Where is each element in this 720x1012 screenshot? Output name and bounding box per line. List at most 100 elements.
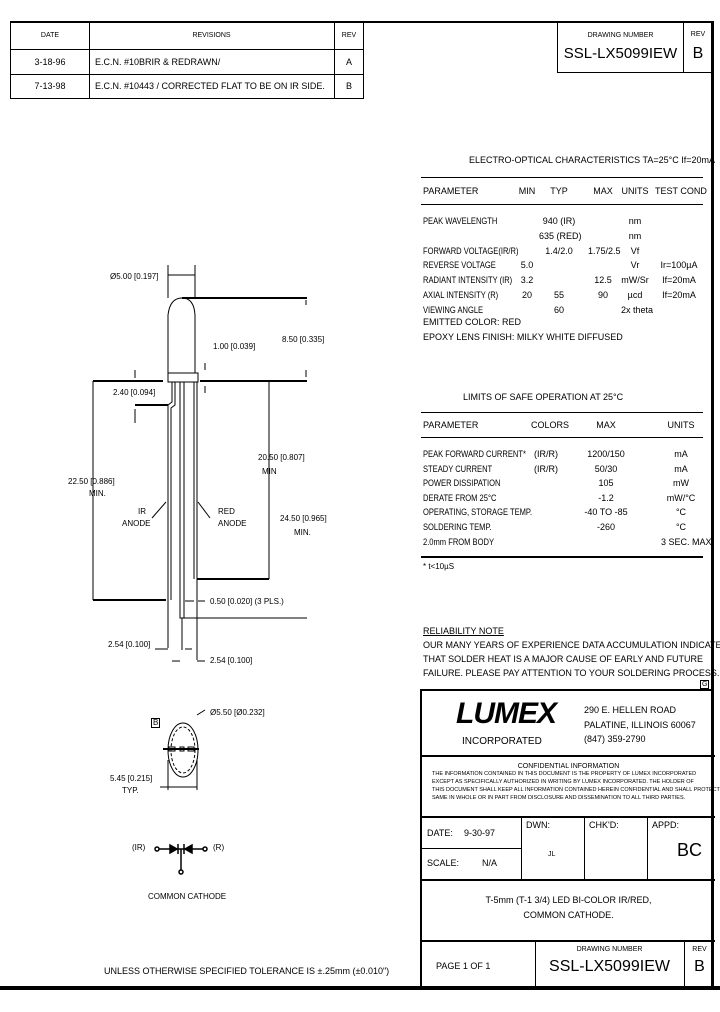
dimension-lines bbox=[93, 297, 307, 601]
revisions-table: DATE REVISIONS REV 3-18-96 E.C.N. #10BRI… bbox=[10, 22, 364, 99]
rev-row-rev: A bbox=[345, 57, 352, 67]
address-phone: (847) 359-2790 bbox=[584, 734, 646, 744]
rev-value: B bbox=[694, 958, 705, 975]
dimension-label: MIN. bbox=[89, 489, 106, 498]
limits-cell: °C bbox=[675, 507, 687, 518]
tolerance-note: UNLESS OTHERWISE SPECIFIED TOLERANCE IS … bbox=[104, 966, 390, 976]
electro-header: MIN bbox=[518, 186, 536, 196]
electro-header: MAX bbox=[593, 186, 613, 196]
dimension-label: 20.50 [0.807] bbox=[258, 453, 305, 462]
dimension-label: Ø5.00 [0.197] bbox=[110, 272, 159, 281]
limits-cell: mW/°C bbox=[666, 492, 696, 503]
confidential-line: EXCEPT AS SPECIFICALLY AUTHORIZED IN WRI… bbox=[432, 779, 694, 785]
limits-cell: STEADY CURRENT bbox=[423, 463, 493, 474]
limits-cell: -40 TO -85 bbox=[584, 507, 628, 518]
confidential-title: CONFIDENTIAL INFORMATION bbox=[517, 763, 620, 770]
lead-cathode bbox=[179, 381, 185, 619]
top-border bbox=[10, 21, 713, 23]
rev-row-text: E.C.N. #10443 / CORRECTED FLAT TO BE ON … bbox=[95, 81, 325, 91]
limits-cell: 2.0mm FROM BODY bbox=[423, 536, 494, 547]
title-block: LUMEX INCORPORATED 290 E. HELLEN ROAD PA… bbox=[420, 689, 720, 989]
drawing-number-label: DRAWING NUMBER bbox=[587, 32, 654, 39]
footnote: * t<10µS bbox=[423, 562, 455, 571]
lead-red bbox=[193, 382, 198, 579]
scale-label: SCALE: bbox=[427, 858, 460, 868]
led-body-outline bbox=[167, 297, 196, 373]
limits-table: LIMITS OF SAFE OPERATION AT 25°C PARAMET… bbox=[421, 385, 712, 575]
chkd-label: CHK'D: bbox=[589, 820, 619, 830]
rev-value: B bbox=[692, 45, 704, 62]
limits-cell: -1.2 bbox=[598, 492, 614, 503]
rev-row-text: E.C.N. #10BRIR & REDRAWN/ bbox=[95, 57, 221, 67]
schematic-diode-circuit bbox=[154, 843, 208, 875]
revision-marker: B bbox=[151, 718, 161, 728]
scale-value: N/A bbox=[482, 858, 498, 868]
top-drawing-number-box: DRAWING NUMBER SSL-LX5099IEW REV B bbox=[557, 22, 713, 73]
electro-header: PARAMETER bbox=[423, 186, 479, 196]
dimension-label: 22.50 [0.886] bbox=[68, 477, 115, 486]
limits-cell: (IR/R) bbox=[534, 449, 558, 459]
limits-cell: POWER DISSIPATION bbox=[423, 478, 501, 489]
circuit-ir-label: (IR) bbox=[132, 843, 146, 852]
electro-cell: 12.5 bbox=[594, 275, 612, 286]
rev-row-date: 7-13-98 bbox=[34, 81, 66, 91]
limits-cell: 50/30 bbox=[594, 463, 618, 474]
page-number: PAGE 1 OF 1 bbox=[436, 961, 491, 971]
dimension-label: 2.40 [0.094] bbox=[113, 388, 156, 397]
description-line: T-5mm (T-1 3/4) LED BI-COLOR IR/RED, bbox=[485, 895, 652, 905]
reliability-title: RELIABILITY NOTE bbox=[423, 626, 504, 636]
limits-header: PARAMETER bbox=[423, 420, 479, 430]
rev-header-rev: REV bbox=[341, 32, 357, 39]
epoxy-finish: EPOXY LENS FINISH: MILKY WHITE DIFFUSED bbox=[423, 332, 623, 342]
electro-cell: Vr bbox=[630, 260, 640, 271]
dimension-label: TYP. bbox=[122, 786, 139, 795]
limits-header: MAX bbox=[596, 420, 616, 430]
rev-label: REV bbox=[690, 31, 706, 38]
electro-cell: RADIANT INTENSITY (IR) bbox=[423, 275, 513, 286]
address-line: PALATINE, ILLINOIS 60067 bbox=[584, 720, 696, 730]
date-label: DATE: bbox=[427, 828, 453, 838]
dwn-value: JL bbox=[548, 851, 556, 858]
lumex-logo: LUMEX INCORPORATED bbox=[456, 699, 566, 751]
reliability-line: OUR MANY YEARS OF EXPERIENCE DATA ACCUMU… bbox=[423, 640, 720, 650]
right-border bbox=[711, 21, 714, 990]
limits-cell: -260 bbox=[596, 522, 615, 532]
description-line: COMMON CATHODE. bbox=[523, 910, 614, 920]
dimension-label: MIN bbox=[262, 467, 277, 476]
limits-cell: PEAK FORWARD CURRENT* bbox=[423, 449, 526, 459]
electro-cell: µcd bbox=[627, 290, 643, 300]
electro-cell: 90 bbox=[597, 290, 608, 300]
bottom-border bbox=[0, 986, 720, 990]
electro-title: ELECTRO-OPTICAL CHARACTERISTICS TA=25°C … bbox=[469, 155, 715, 165]
electro-cell: 635 (RED) bbox=[539, 230, 582, 241]
bottom-view bbox=[160, 709, 206, 790]
electro-header: TYP bbox=[550, 186, 568, 196]
address-line: 290 E. HELLEN ROAD bbox=[584, 705, 677, 715]
limits-cell: 1200/150 bbox=[587, 449, 625, 459]
electro-cell: REVERSE VOLTAGE bbox=[423, 260, 496, 271]
lead-ir bbox=[167, 382, 176, 600]
dimension-label: MIN. bbox=[294, 528, 311, 537]
rev-label: REV bbox=[692, 946, 707, 953]
dimension-label: 2.54 [0.100] bbox=[108, 640, 151, 649]
limits-cell: mW bbox=[673, 478, 689, 489]
led-flange bbox=[167, 372, 199, 383]
sheet-marker: G bbox=[700, 680, 710, 689]
appd-value: BC bbox=[677, 840, 703, 860]
electro-cell: 3.2 bbox=[520, 275, 534, 286]
dwn-label: DWN: bbox=[526, 820, 550, 830]
dimension-label: 2.54 [0.100] bbox=[210, 656, 253, 665]
led-mechanical-drawing bbox=[92, 265, 307, 875]
confidential-line: SAME IN WHOLE OR IN PART FROM DISCLOSURE… bbox=[432, 795, 686, 801]
electro-header: TEST COND bbox=[655, 186, 707, 196]
appd-label: APPD: bbox=[652, 820, 680, 830]
limits-title: LIMITS OF SAFE OPERATION AT 25°C bbox=[463, 392, 624, 402]
limits-cell: OPERATING, STORAGE TEMP. bbox=[423, 507, 533, 518]
rev-header-revisions: REVISIONS bbox=[192, 32, 231, 39]
drawing-number-label: DRAWING NUMBER bbox=[576, 946, 643, 953]
circuit-red-label: (R) bbox=[213, 843, 225, 852]
logo-text: LUMEX bbox=[456, 697, 557, 730]
dimension-label: 24.50 [0.965] bbox=[280, 514, 327, 523]
electro-cell: Ir=100µA bbox=[660, 260, 698, 271]
electro-header: UNITS bbox=[621, 186, 649, 196]
